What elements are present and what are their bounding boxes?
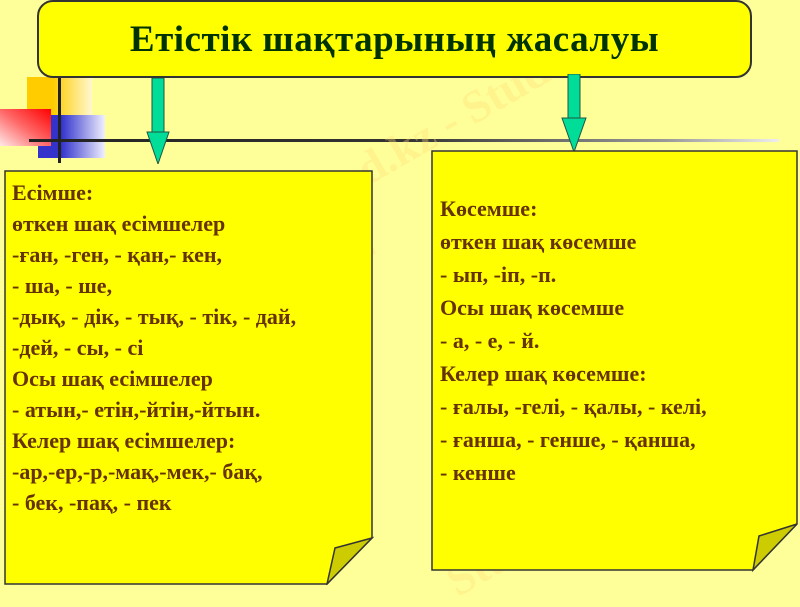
- text-line: -ған, -ген, - қан,- кен,: [12, 242, 223, 267]
- page-title: Етістік шақтарының жасалуы: [129, 18, 660, 60]
- text-line: өткен шақ есімшелер: [12, 211, 226, 236]
- text-line: -дық, - дік, - тық, - тік, - дай,: [12, 304, 297, 329]
- arrow-down-left: [146, 77, 170, 166]
- arrow-down-right: [561, 73, 587, 154]
- title-box: Етістік шақтарының жасалуы: [37, 0, 752, 78]
- decor-horizontal-line: [29, 139, 779, 142]
- adverbial-participle-note: Көсемше: өткен шақ көсемше - ып, -іп, -п…: [431, 150, 800, 572]
- note-paper-shape: [431, 150, 798, 572]
- text-line: Есімше:: [12, 180, 94, 205]
- text-line: -дей, - сы, - сі: [12, 335, 144, 360]
- note-paper-shape: [4, 170, 374, 585]
- text-line: - ша, - ше,: [12, 273, 113, 298]
- text-line: Келер шақ есімшелер:: [12, 428, 236, 453]
- text-line: - а, - е, - й.: [440, 328, 540, 353]
- text-line: Көсемше:: [440, 196, 538, 221]
- arrow-down-icon: [146, 77, 170, 166]
- decor-vertical-line: [58, 77, 61, 163]
- text-line: Осы шақ көсемше: [440, 295, 625, 320]
- text-line: - бек, -пақ, - пек: [12, 490, 172, 515]
- participle-note: Есімше: өткен шақ есімшелер -ған, -ген, …: [4, 170, 374, 585]
- text-line: - кенше: [440, 460, 516, 485]
- text-line: - атын,- етін,-йтін,-йтын.: [12, 397, 261, 422]
- text-line: - ғанша, - генше, - қанша,: [440, 427, 696, 452]
- text-line: - ғалы, -гелі, - қалы, - келі,: [440, 394, 707, 419]
- text-line: - ып, -іп, -п.: [440, 262, 557, 287]
- text-line: өткен шақ көсемше: [440, 229, 637, 254]
- text-line: Осы шақ есімшелер: [12, 366, 213, 391]
- text-line: -ар,-ер,-р,-мақ,-мек,- бақ,: [12, 459, 263, 484]
- arrow-down-icon: [561, 73, 587, 154]
- text-line: Келер шақ көсемше:: [440, 361, 647, 386]
